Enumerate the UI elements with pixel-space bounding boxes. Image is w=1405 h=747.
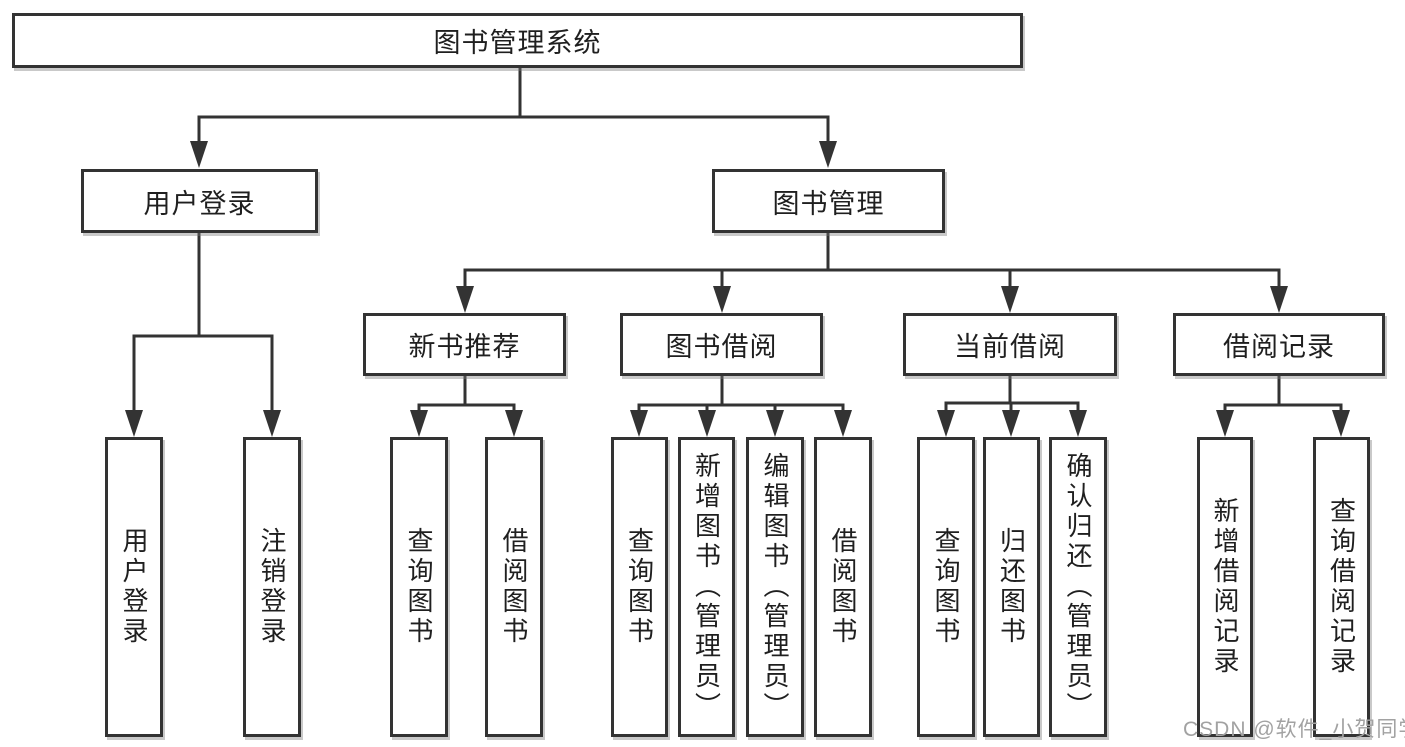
leaf-label: 查询图书: [931, 527, 961, 647]
leaf-label: 借阅图书: [828, 527, 858, 647]
node-label: 当前借阅: [954, 332, 1066, 362]
leaf-add-borrow-record: 新增借阅记录: [1197, 437, 1253, 737]
node-label: 图书管理系统: [433, 28, 602, 58]
node-label: 用户登录: [143, 188, 256, 219]
leaf-borrow-book: 借阅图书: [814, 437, 872, 737]
arrowhead: [1270, 286, 1288, 313]
leaf-borrow-book-recommend: 借阅图书: [485, 437, 543, 737]
leaf-label: 查询借阅记录: [1326, 497, 1357, 677]
arrowhead: [937, 410, 955, 437]
leaf-label: 新增图书（管理员）: [691, 452, 722, 722]
arrowhead: [410, 410, 428, 437]
connector-book-borrow-children: [630, 373, 852, 437]
arrowhead: [1002, 410, 1020, 437]
node-label: 借阅记录: [1223, 332, 1335, 362]
leaf-confirm-return-admin: 确认归还（管理员）: [1049, 437, 1107, 737]
arrowhead: [263, 410, 281, 437]
arrowhead: [125, 410, 143, 437]
connector-user-login-children: [125, 230, 281, 437]
leaf-query-book-borrow: 查询图书: [611, 437, 668, 737]
node-library-system: 图书管理系统: [12, 13, 1023, 68]
leaf-label: 借阅图书: [499, 527, 529, 647]
node-user-login: 用户登录: [81, 169, 318, 233]
leaf-edit-book-admin: 编辑图书（管理员）: [746, 437, 804, 737]
arrowhead: [1069, 410, 1087, 437]
leaf-label: 编辑图书（管理员）: [760, 452, 790, 722]
arrowhead: [1332, 410, 1350, 437]
node-current-borrow: 当前借阅: [903, 313, 1117, 376]
node-label: 新书推荐: [408, 332, 521, 362]
node-book-borrow: 图书借阅: [620, 313, 823, 376]
leaf-query-book-recommend: 查询图书: [390, 437, 448, 737]
arrowhead: [819, 141, 837, 168]
node-label: 图书管理: [772, 188, 885, 219]
connector-current-borrow-children: [937, 373, 1087, 437]
node-new-book-recommend: 新书推荐: [363, 313, 566, 376]
leaf-label: 确认归还（管理员）: [1063, 452, 1093, 722]
node-book-management: 图书管理: [712, 169, 945, 233]
leaf-label: 归还图书: [996, 527, 1027, 647]
arrowhead: [713, 286, 731, 313]
leaf-add-book-admin: 新增图书（管理员）: [678, 437, 735, 737]
node-borrow-records: 借阅记录: [1173, 313, 1385, 376]
node-label: 图书借阅: [665, 332, 778, 362]
leaf-label: 查询图书: [404, 527, 434, 647]
leaf-label: 新增借阅记录: [1210, 497, 1240, 677]
csdn-watermark: CSDN @软件_小贺同学: [1183, 718, 1405, 741]
leaf-label: 用户登录: [119, 527, 149, 647]
leaf-query-borrow-record: 查询借阅记录: [1313, 437, 1370, 737]
arrowhead: [456, 286, 474, 313]
connector-book-management-children: [456, 230, 1288, 313]
leaf-logout: 注销登录: [243, 437, 301, 737]
leaf-user-login: 用户登录: [105, 437, 163, 737]
connector-root-to-level2: [190, 63, 837, 168]
connector-new-book-recommend-children: [410, 373, 523, 437]
arrowhead: [698, 410, 716, 437]
arrowhead: [1216, 410, 1234, 437]
leaf-query-book-current: 查询图书: [917, 437, 975, 737]
arrowhead: [766, 410, 784, 437]
connector-borrow-records-children: [1216, 373, 1350, 437]
arrowhead: [630, 410, 648, 437]
arrowhead: [834, 410, 852, 437]
leaf-return-book: 归还图书: [983, 437, 1040, 737]
arrowhead: [1001, 286, 1019, 313]
leaf-label: 注销登录: [257, 527, 287, 647]
arrowhead: [190, 141, 208, 168]
leaf-label: 查询图书: [624, 527, 655, 647]
arrowhead: [505, 410, 523, 437]
